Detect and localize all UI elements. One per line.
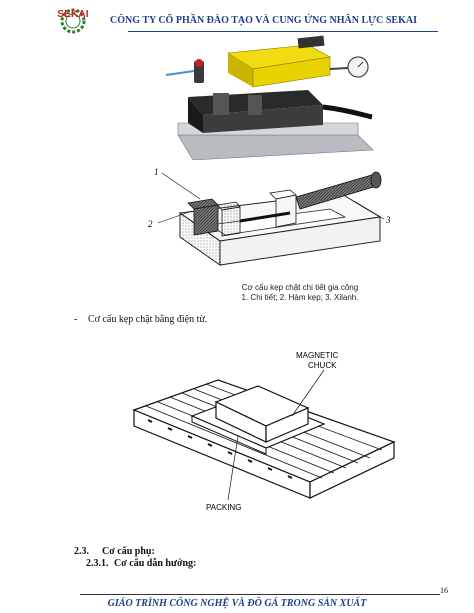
bullet-text: Cơ cấu kẹp chặt bằng điện từ. — [88, 314, 208, 325]
label-packing: PACKING — [206, 503, 241, 512]
logo-text: SEKAI — [57, 9, 89, 20]
company-name: CÔNG TY CỔ PHẦN ĐÀO TẠO VÀ CUNG ỨNG NHÂN… — [110, 15, 417, 26]
chuck-front-marks — [147, 419, 293, 479]
caption-line-2: 1. Chi tiết; 2. Hàm kẹp; 3. Xilanh. — [241, 293, 359, 302]
section-heading-2-3: 2.3. Cơ cấu phụ: — [74, 546, 155, 557]
gear-logo-icon — [60, 8, 86, 34]
section-title: Cơ cấu phụ: — [102, 546, 155, 557]
vise-clamp-diagram: 1 2 3 — [148, 167, 391, 266]
header-rule — [128, 31, 438, 32]
page-header: SEKAI CÔNG TY CỔ PHẦN ĐÀO TẠO VÀ CUNG ỨN… — [38, 3, 440, 35]
callout-3: 3 — [385, 215, 391, 225]
footer-rule — [80, 594, 440, 595]
bullet-item: -Cơ cấu kẹp chặt bằng điện từ. — [74, 314, 207, 325]
page-number: 16 — [440, 586, 448, 595]
label-chuck: CHUCK — [308, 361, 337, 370]
sekai-logo: SEKAI — [56, 4, 90, 34]
figure-caption: Cơ cấu kẹp chặt chi tiết gia công 1. Chi… — [205, 283, 395, 303]
footer-title: GIÁO TRÌNH CÔNG NGHỆ VÀ ĐỒ GÁ TRONG SẢN … — [107, 598, 367, 609]
callout-2: 2 — [148, 219, 153, 229]
hydraulic-vise-photo — [158, 35, 380, 160]
caption-line-1: Cơ cấu kẹp chặt chi tiết gia công — [241, 283, 359, 292]
callout-1: 1 — [154, 167, 159, 177]
magnetic-chuck-diagram: MAGNETIC CHUCK PACKING — [132, 351, 396, 512]
section-number: 2.3.1. — [86, 558, 109, 569]
section-number: 2.3. — [74, 546, 89, 557]
section-title: Cơ cấu dẫn hướng: — [114, 558, 197, 569]
bullet-dash: - — [74, 314, 78, 325]
section-heading-2-3-1: 2.3.1. Cơ cấu dẫn hướng: — [86, 558, 196, 569]
label-magnetic: MAGNETIC — [296, 351, 338, 360]
